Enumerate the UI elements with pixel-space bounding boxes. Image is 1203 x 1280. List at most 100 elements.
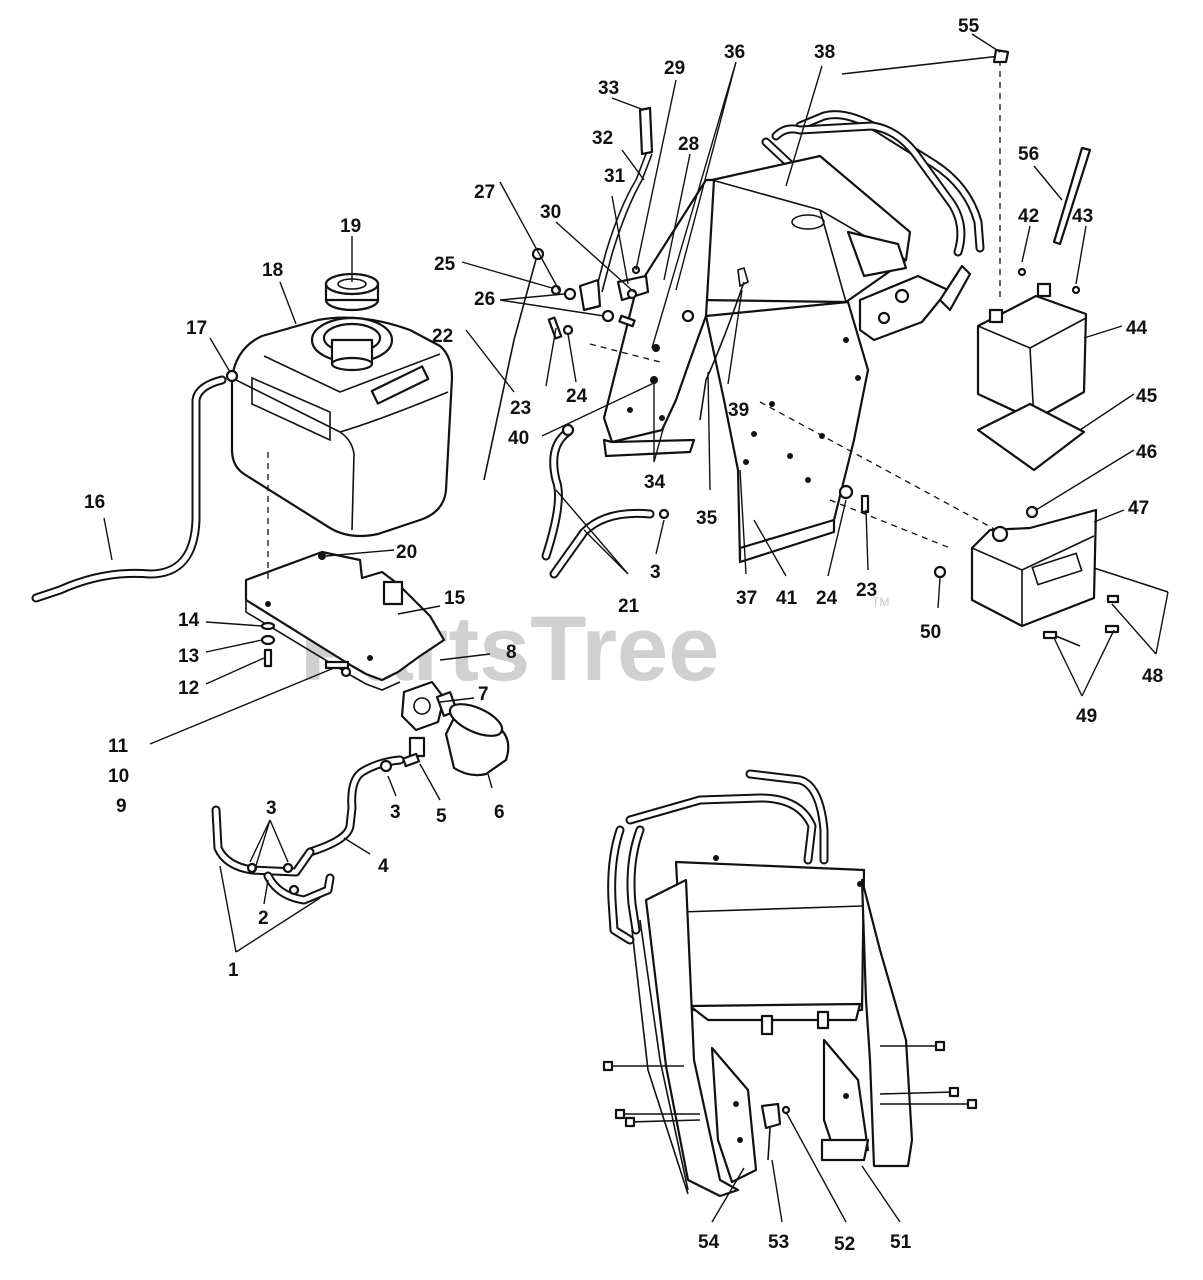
callout-34: 34: [644, 472, 666, 493]
callout-56: 56: [1018, 144, 1039, 165]
fitting-5: [401, 736, 426, 768]
callout-35: 35: [696, 508, 718, 529]
vent-hose: [31, 369, 239, 603]
callout-49: 49: [1076, 706, 1097, 727]
callout-3-filter: 3: [390, 802, 401, 823]
callout-2: 2: [258, 908, 269, 929]
callout-51: 51: [890, 1232, 912, 1253]
callout-10: 10: [108, 766, 129, 787]
callout-13: 13: [178, 646, 199, 667]
callout-17: 17: [186, 318, 207, 339]
callout-26: 26: [474, 289, 495, 310]
battery: [976, 267, 1088, 422]
callout-53: 53: [768, 1232, 789, 1253]
left-side-plate: [602, 178, 716, 458]
plate-hardware-stack: [260, 621, 276, 668]
callout-23-upper: 23: [510, 398, 531, 419]
mount-bracket-left: [710, 1046, 758, 1184]
callout-41: 41: [776, 588, 798, 609]
callout-54: 54: [698, 1232, 720, 1253]
callout-22: 22: [432, 326, 453, 347]
callout-28: 28: [678, 134, 699, 155]
callout-47: 47: [1128, 498, 1149, 519]
fuel-line: [305, 755, 405, 857]
hose-21: [541, 423, 670, 579]
callout-27: 27: [474, 182, 495, 203]
callout-8: 8: [506, 642, 517, 663]
fuel-tank-neck: [310, 316, 394, 372]
callout-1: 1: [228, 960, 239, 981]
control-panel-box: [698, 154, 912, 304]
callout-21: 21: [618, 596, 640, 617]
battery-box-bolts: [1042, 567, 1169, 647]
callout-43: 43: [1072, 206, 1093, 227]
callout-38: 38: [814, 42, 835, 63]
control-rod: [595, 106, 654, 293]
callout-48: 48: [1142, 666, 1163, 687]
callout-29: 29: [664, 58, 685, 79]
battery-box: [970, 505, 1098, 628]
callout-11: 11: [108, 736, 129, 757]
lower-switch-53: [760, 1102, 791, 1161]
bolt-23-right: [838, 484, 870, 514]
battery-strap: [841, 48, 1010, 75]
right-side-plate: [704, 300, 870, 564]
leader-lines: [103, 33, 1169, 1223]
callout-24-lower: 24: [816, 588, 838, 609]
washer-50: [933, 565, 947, 579]
callout-46: 46: [1136, 442, 1157, 463]
callout-23-lower: 23: [856, 580, 877, 601]
callout-3-line: 3: [266, 798, 277, 819]
callout-20: 20: [396, 542, 417, 563]
callout-33: 33: [598, 78, 619, 99]
callout-40: 40: [508, 428, 529, 449]
callout-18: 18: [262, 260, 283, 281]
callout-7: 7: [478, 684, 489, 705]
assembled-panel: [674, 855, 866, 1036]
battery-terminal-strap: [1052, 146, 1092, 246]
callout-4: 4: [378, 856, 389, 877]
callout-labels: 55 38 36 29 33 56 32 28 31 27 30 42 43 1…: [84, 16, 1163, 1255]
callout-3-upper: 3: [650, 562, 661, 583]
callout-14: 14: [178, 610, 200, 631]
callout-24-upper: 24: [566, 386, 588, 407]
callout-39: 39: [728, 400, 749, 421]
control-lever-bracket: [858, 264, 972, 342]
assembly-line-battery-upper: [759, 401, 1001, 533]
callout-44: 44: [1126, 318, 1148, 339]
callout-42: 42: [1018, 206, 1039, 227]
wire-harness-39: [699, 266, 749, 421]
fuel-line-tee: [211, 805, 335, 905]
assembly-line-battery-lower: [829, 499, 951, 549]
callout-55: 55: [958, 16, 980, 37]
hardware-25-26-27: [550, 284, 636, 328]
callout-15: 15: [444, 588, 466, 609]
tank-mount-plate: [244, 550, 446, 691]
callout-16: 16: [84, 492, 105, 513]
callout-31: 31: [604, 166, 626, 187]
callout-19: 19: [340, 216, 361, 237]
callout-5: 5: [436, 806, 447, 827]
callout-45: 45: [1136, 386, 1158, 407]
assembled-handlebar: [607, 769, 829, 945]
callout-36: 36: [724, 42, 745, 63]
callout-6: 6: [494, 802, 505, 823]
callout-52: 52: [834, 1234, 855, 1255]
callout-25: 25: [434, 254, 456, 275]
assembled-left-frame: [631, 878, 740, 1198]
fuel-filter: [444, 703, 510, 777]
callout-32: 32: [592, 128, 613, 149]
callout-30: 30: [540, 202, 561, 223]
callout-12: 12: [178, 678, 199, 699]
callout-50: 50: [920, 622, 941, 643]
watermark-trademark: TM: [872, 595, 889, 609]
callout-37: 37: [736, 588, 757, 609]
battery-pad: [976, 402, 1086, 472]
fuel-tank: [230, 316, 454, 538]
lower-bolts: [602, 1040, 978, 1128]
callout-9: 9: [116, 796, 127, 817]
assembly-line-bolt: [589, 343, 661, 363]
mount-bracket-right: [820, 1038, 870, 1162]
